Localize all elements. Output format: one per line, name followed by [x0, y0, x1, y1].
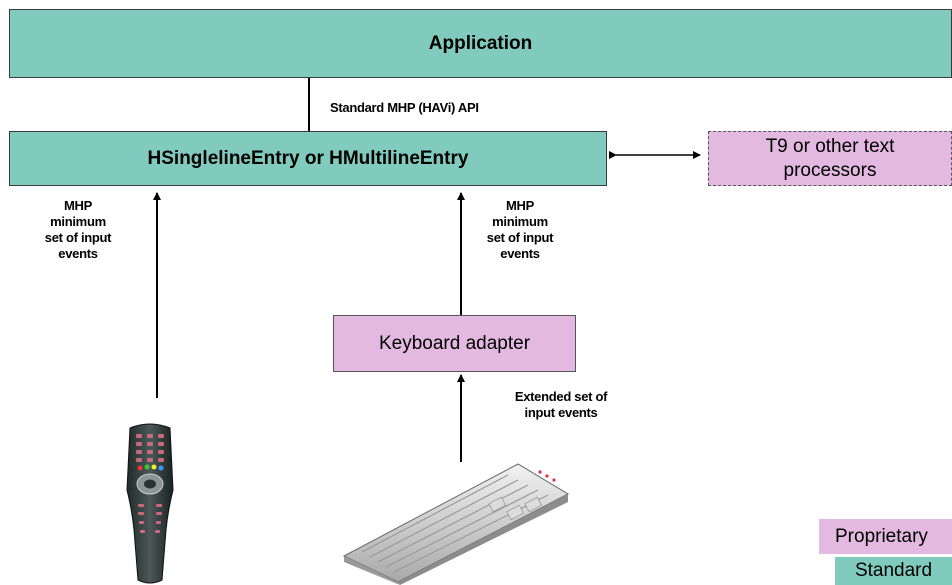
- application-box: Application: [9, 9, 952, 78]
- mhp-events-left-label: MHP minimum set of input events: [28, 198, 128, 262]
- text-processor-box: T9 or other text processors: [708, 131, 952, 186]
- mhp-events-right-label: MHP minimum set of input events: [460, 198, 580, 262]
- legend-proprietary: Proprietary: [819, 519, 952, 554]
- entry-box: HSinglelineEntry or HMultilineEntry: [9, 131, 607, 186]
- mhp-events-right-line: minimum: [492, 214, 548, 229]
- mhp-events-left-line: MHP: [64, 198, 92, 213]
- keyboard-icon: [342, 463, 570, 585]
- text-processor-line2: processors: [783, 159, 877, 181]
- mhp-events-right-line: MHP: [506, 198, 534, 213]
- legend-standard-label: Standard: [835, 557, 952, 585]
- legend-proprietary-label: Proprietary: [835, 525, 928, 547]
- mhp-events-right-line: set of input: [486, 230, 554, 245]
- extended-events-line: input events: [524, 405, 598, 420]
- application-label: Application: [428, 32, 533, 54]
- keyboard-adapter-box: Keyboard adapter: [333, 315, 576, 372]
- api-label: Standard MHP (HAVi) API: [330, 100, 479, 115]
- mhp-events-left-line: minimum: [50, 214, 106, 229]
- text-processor-line1: T9 or other text: [765, 135, 895, 157]
- keyboard-adapter-label: Keyboard adapter: [378, 332, 531, 354]
- extended-events-line: Extended set of: [514, 389, 608, 404]
- mhp-events-right-line: events: [500, 246, 540, 261]
- remote-control-icon: [126, 423, 174, 584]
- entry-label: HSinglelineEntry or HMultilineEntry: [147, 147, 469, 169]
- extended-events-label: Extended set of input events: [486, 389, 636, 421]
- mhp-events-left-line: set of input: [44, 230, 112, 245]
- mhp-events-left-line: events: [58, 246, 98, 261]
